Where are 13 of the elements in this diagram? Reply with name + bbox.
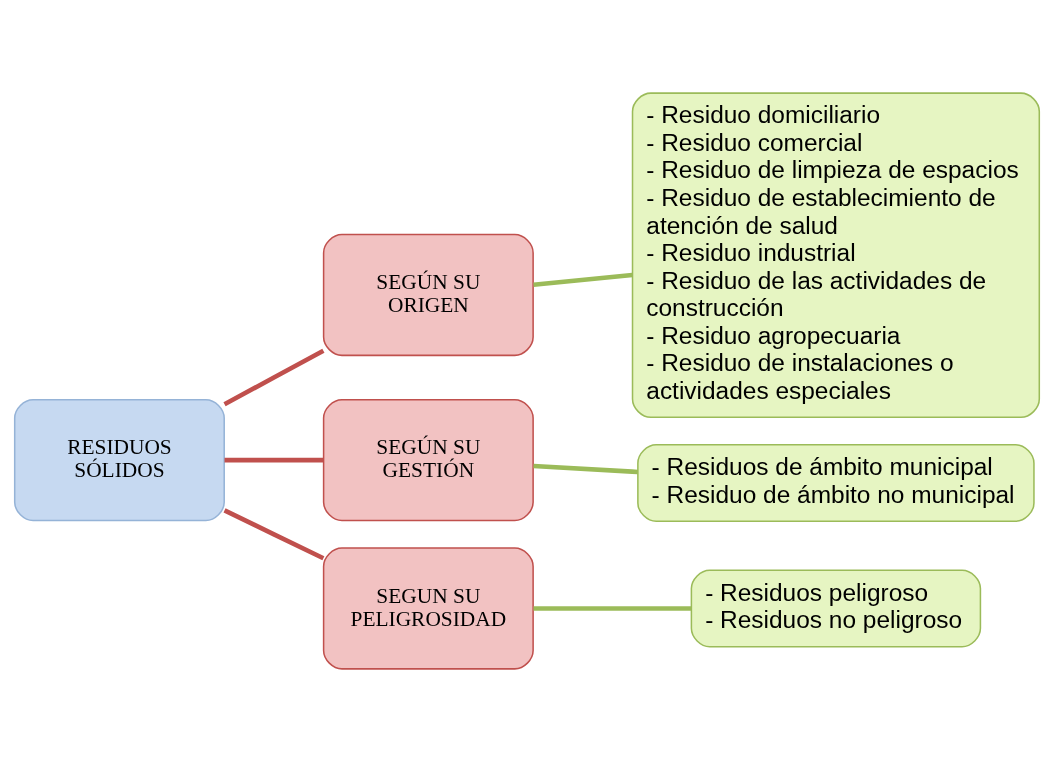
connector	[533, 606, 692, 611]
connector	[223, 348, 325, 407]
node-box: - Residuos peligroso - Residuos no peligroso	[690, 569, 982, 648]
connector	[224, 457, 324, 463]
connector	[533, 272, 633, 288]
node-box: SEGÚN SU GESTIÓN	[322, 398, 534, 522]
node-box: SEGÚN SU ORIGEN	[322, 233, 534, 357]
connector	[223, 508, 325, 561]
node-box: RESIDUOS SÓLIDOS	[13, 398, 225, 522]
node-box: - Residuo domiciliario - Residuo comercial - Residuo de limpieza de espacios - Residuo de establecimiento de atención de salud - Residuo industrial - Residuo de las actividades de construcción - Residuo agropecuaria - Residuo de instalaciones o actividades especiales	[631, 92, 1041, 419]
node-box: - Residuos de ámbito municipal - Residuo de ámbito no municipal	[637, 444, 1035, 523]
connector	[533, 463, 638, 475]
node-box: SEGUN SU PELIGROSIDAD	[322, 547, 534, 670]
